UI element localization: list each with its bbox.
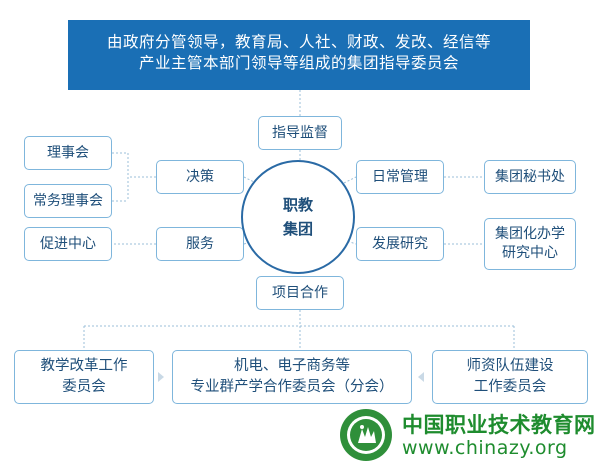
promotion-center-box: 促进中心 [24,227,112,261]
supervision-box: 指导监督 [258,116,342,150]
guidance-committee-banner: 由政府分管领导，教育局、人社、财政、发改、经信等 产业主管本部门领导等组成的集团… [68,20,530,90]
decision-box: 决策 [156,160,244,194]
committee-box-industry-cooperation: 机电、电子商务等 专业群产学合作委员会（分会） [172,350,412,404]
center-line-2: 集团 [282,220,313,238]
banner-line-2: 产业主管本部门领导等组成的集团指导委员会 [138,54,459,72]
research-center-box: 集团化办学 研究中心 [484,218,576,270]
project-cooperation-label: 项目合作 [272,284,328,301]
watermark-title: 中国职业技术教育网 [402,413,596,437]
watermark-url: www.chinazy.org [402,437,568,459]
vocational-education-group-circle: 职教 集团 [241,160,355,274]
committee-line-2: 专业群产学合作委员会（分会） [190,379,394,395]
service-label: 服务 [186,235,214,252]
research-center-line-1: 集团化办学 [495,226,565,242]
arrow-left-icon [418,372,424,382]
watermark: 中国职业技术教育网 www.chinazy.org [338,405,600,467]
committee-line-1: 教学改革工作 [40,358,128,374]
secretariat-box: 集团秘书处 [484,160,576,194]
committee-box-faculty-building: 师资队伍建设 工作委员会 [432,350,588,404]
supervision-label: 指导监督 [272,124,328,141]
standing-board-box: 常务理事会 [24,184,112,218]
development-research-label: 发展研究 [372,235,428,252]
research-center-line-2: 研究中心 [502,245,558,261]
board-label: 理事会 [47,144,89,161]
banner-line-1: 由政府分管领导，教育局、人社、财政、发改、经信等 [106,33,491,51]
chinazy-logo-icon [340,409,392,461]
arrow-right-icon [158,372,164,382]
center-line-1: 职教 [282,196,313,214]
committee-line-2: 委员会 [62,379,106,395]
committee-line-2: 工作委员会 [473,379,547,395]
board-box: 理事会 [24,136,112,170]
project-cooperation-box: 项目合作 [256,276,344,310]
committee-box-teaching-reform: 教学改革工作 委员会 [14,350,154,404]
daily-management-box: 日常管理 [356,160,444,194]
decision-label: 决策 [186,168,214,185]
daily-management-label: 日常管理 [372,168,428,185]
secretariat-label: 集团秘书处 [495,168,565,185]
standing-board-label: 常务理事会 [33,192,103,209]
promotion-center-label: 促进中心 [40,235,96,252]
committee-line-1: 师资队伍建设 [466,358,554,374]
development-research-box: 发展研究 [356,227,444,261]
service-box: 服务 [156,227,244,261]
committee-line-1: 机电、电子商务等 [234,358,350,374]
